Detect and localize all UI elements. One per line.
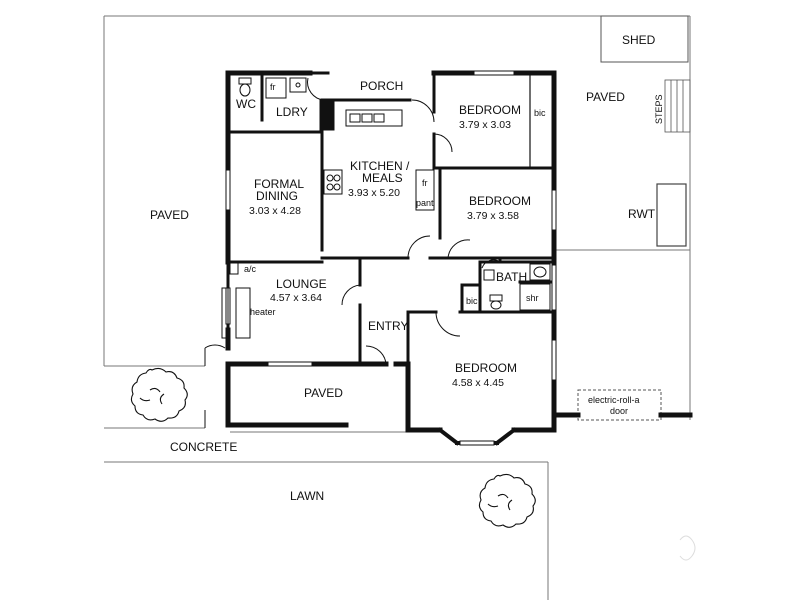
tree-left <box>130 367 188 422</box>
porch-label: PORCH <box>360 79 403 93</box>
bedroom-3-label: BEDROOM <box>455 361 517 375</box>
lounge-label: LOUNGE <box>276 277 327 291</box>
lawn-label: LAWN <box>290 489 324 503</box>
concrete-label: CONCRETE <box>170 440 237 454</box>
wc-label: WC <box>236 97 256 111</box>
garage-door-label-2: door <box>610 406 628 416</box>
lounge-size: 4.57 x 3.64 <box>270 292 322 304</box>
bath-label: BATH <box>496 270 527 284</box>
pantry-label: pant <box>416 198 434 208</box>
kitchen-label-2: MEALS <box>362 171 403 185</box>
garage-door <box>577 389 662 421</box>
steps-label: STEPS <box>654 94 664 124</box>
bedroom-1-label: BEDROOM <box>459 103 521 117</box>
fixtures <box>221 77 551 339</box>
fridge-kitchen-label: fr <box>422 178 428 188</box>
fridge-laundry-label: fr <box>270 82 276 92</box>
shower-label: shr <box>526 293 539 303</box>
ac-label: a/c <box>244 264 257 274</box>
door-swings <box>204 77 501 428</box>
shed-label: SHED <box>622 33 656 47</box>
steps <box>664 79 691 133</box>
laundry-label: LDRY <box>276 105 308 119</box>
labels: WC fr LDRY PORCH BEDROOM 3.79 x 3.03 bic… <box>150 33 664 503</box>
kitchen-label-1: KITCHEN / <box>350 159 410 173</box>
formal-dining-size: 3.03 x 4.28 <box>249 205 301 217</box>
formal-dining-label-1: FORMAL <box>254 177 304 191</box>
heater-label: heater <box>250 307 276 317</box>
bic-1-label: bic <box>534 108 546 118</box>
entry-label: ENTRY <box>368 319 408 333</box>
bic-2-label: bic <box>466 296 478 306</box>
tree-right <box>478 473 536 528</box>
formal-dining-label-2: DINING <box>256 189 298 203</box>
rwt-label: RWT <box>628 207 656 221</box>
kitchen-size: 3.93 x 5.20 <box>348 187 400 199</box>
shed <box>600 15 689 63</box>
paved-left-label: PAVED <box>150 208 189 222</box>
rainwater-tank <box>656 183 687 247</box>
paved-front-label: PAVED <box>304 386 343 400</box>
bedroom-2-label: BEDROOM <box>469 194 531 208</box>
bedroom-1-size: 3.79 x 3.03 <box>459 119 511 131</box>
paved-right-label: PAVED <box>586 90 625 104</box>
garage-door-label-1: electric-roll-a <box>588 395 640 405</box>
bedroom-2-size: 3.79 x 3.58 <box>467 210 519 222</box>
bedroom-3-size: 4.58 x 4.45 <box>452 377 504 389</box>
shrub-hint <box>679 535 696 561</box>
